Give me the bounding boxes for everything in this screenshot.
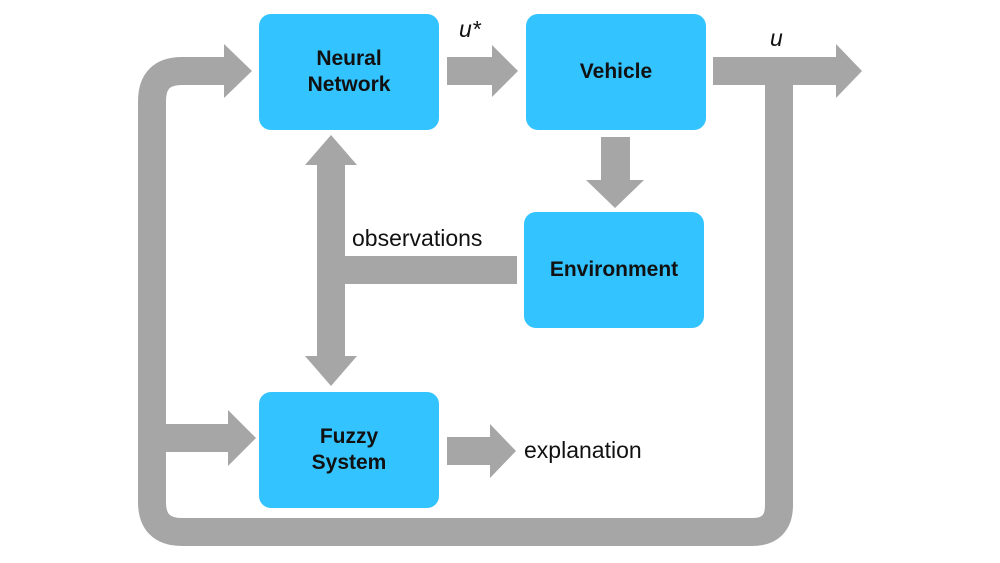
vehicle-label: Vehicle <box>579 59 653 83</box>
arrow-fuzzy-to-explanation <box>447 424 516 478</box>
u-label: u <box>770 25 783 51</box>
fuzzy-system-label: Fuzzy System <box>311 424 387 474</box>
arrow-vehicle-output <box>713 44 862 98</box>
environment-block: Environment <box>524 212 704 328</box>
arrow-feedback-to-fuzzy <box>166 410 256 466</box>
vehicle-block: Vehicle <box>526 14 706 130</box>
environment-label: Environment <box>549 257 679 281</box>
fuzzy-system-block: Fuzzy System <box>259 392 439 508</box>
explanation-label: explanation <box>524 437 642 463</box>
arrow-observations-vertical <box>305 135 357 386</box>
arrow-vehicle-to-environment <box>586 137 644 208</box>
observations-label: observations <box>352 225 483 251</box>
u-star-label: u* <box>459 16 481 42</box>
arrow-nn-to-vehicle <box>447 45 518 97</box>
arrow-feedback-to-nn <box>210 44 252 98</box>
observations-bus <box>345 256 517 284</box>
feedback-loop <box>138 57 793 546</box>
neural-network-block: Neural Network <box>259 14 439 130</box>
neural-network-label: Neural Network <box>307 46 391 96</box>
